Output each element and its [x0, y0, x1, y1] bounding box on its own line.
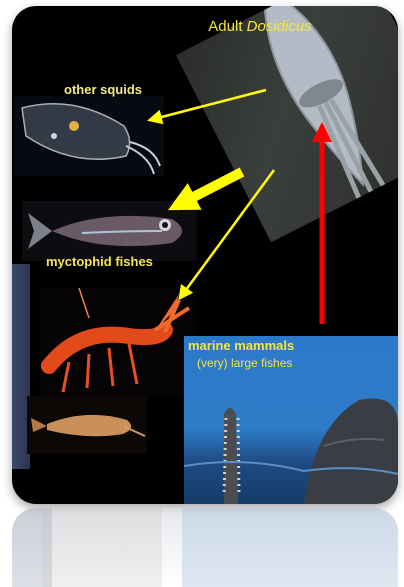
reflection-strip-mid: [42, 508, 162, 587]
food-web-panel: Adult Dosidicus other squids myctophid f…: [12, 6, 398, 504]
myctophid-label: myctophid fishes: [46, 254, 153, 269]
panel-reflection: [12, 508, 398, 587]
title-prefix: Adult: [208, 18, 246, 35]
large-fishes-label: (very) large fishes: [197, 356, 292, 370]
title-taxon: Dosidicus: [247, 18, 312, 35]
other-squids-label: other squids: [64, 82, 142, 97]
diagram-title: Adult Dosidicus: [12, 18, 398, 35]
arrow-to-myctophid: [176, 172, 242, 206]
marine-mammals-label: marine mammals: [188, 338, 294, 353]
reflection-strip-right: [182, 508, 398, 587]
arrow-to-other-squids: [150, 90, 266, 120]
arrow-to-crustaceans: [180, 170, 274, 298]
